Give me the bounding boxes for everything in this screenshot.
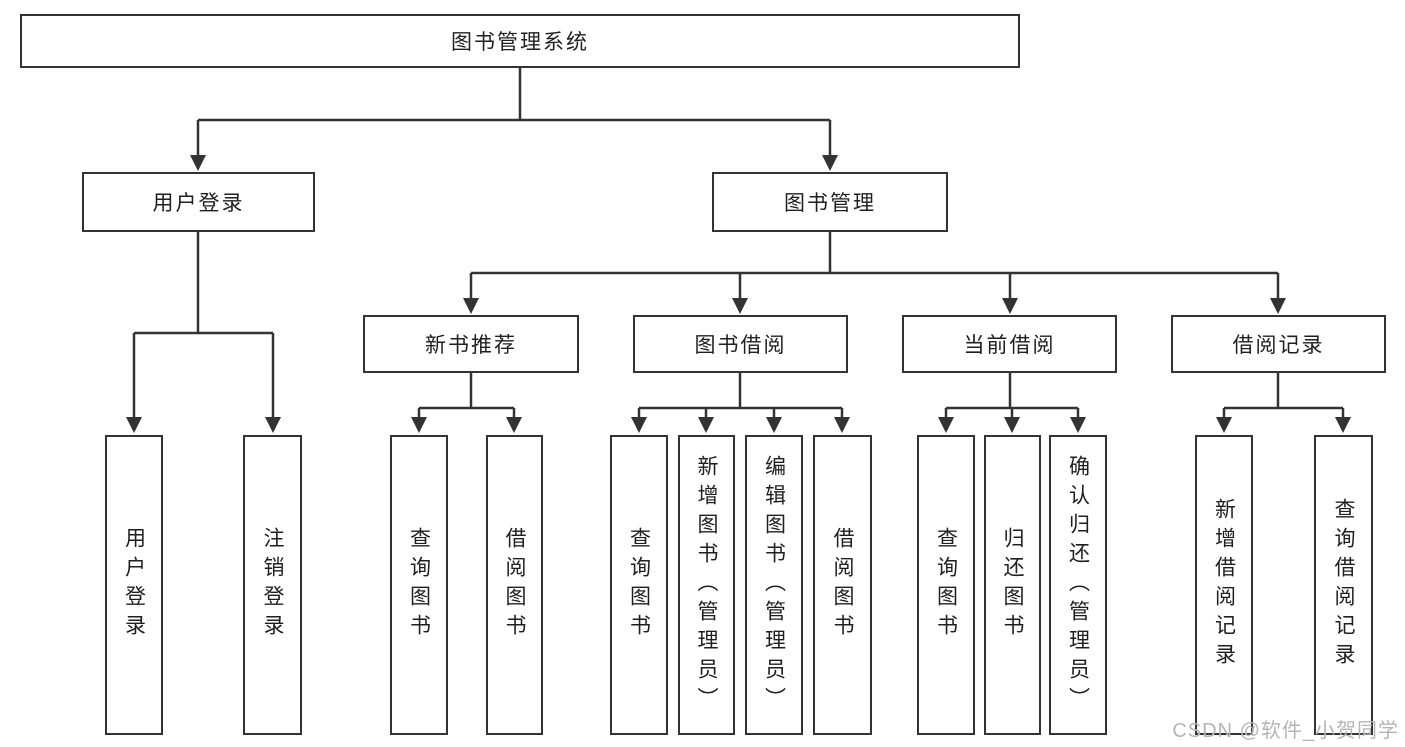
connector-borrow-records-to-leaves xyxy=(1222,373,1345,417)
leaf-confirm-return-admin: 确认归还（管理员） xyxy=(1049,435,1107,735)
leaf-logout: 注销登录 xyxy=(243,435,302,735)
connector-book-borrow-to-leaves xyxy=(637,373,844,417)
leaf-query-books-3: 查询图书 xyxy=(917,435,975,735)
leaf-label: 新增借阅记录 xyxy=(1212,498,1236,672)
leaf-label: 查询图书 xyxy=(407,527,431,643)
arrowhead-leaf xyxy=(766,417,782,433)
leaf-query-books-2: 查询图书 xyxy=(610,435,668,735)
leaf-label: 编辑图书（管理员） xyxy=(762,454,786,716)
leaf-label: 查询图书 xyxy=(627,527,651,643)
arrowhead-leaf xyxy=(938,417,954,433)
leaf-query-borrow-record: 查询借阅记录 xyxy=(1314,435,1373,735)
leaf-user-login: 用户登录 xyxy=(105,435,163,735)
arrowhead-leaf xyxy=(411,417,427,433)
node-book-management: 图书管理 xyxy=(712,172,948,232)
connector-book-management-to-level3 xyxy=(469,232,1280,298)
arrowhead-leaf xyxy=(698,417,714,433)
node-user-login: 用户登录 xyxy=(82,172,315,232)
leaf-label: 归还图书 xyxy=(1001,527,1024,643)
arrowhead-leaf xyxy=(506,417,522,433)
leaf-return-books: 归还图书 xyxy=(984,435,1041,735)
arrowhead-leaf xyxy=(1004,417,1020,433)
csdn-watermark: CSDN @软件_小贺同学 xyxy=(1172,720,1399,742)
node-book-borrow: 图书借阅 xyxy=(633,315,848,373)
node-root: 图书管理系统 xyxy=(20,14,1020,68)
leaf-label: 借阅图书 xyxy=(503,527,526,643)
arrowhead-leaf xyxy=(1216,417,1232,433)
arrowhead-borrow-records xyxy=(1270,298,1286,314)
leaf-label: 查询图书 xyxy=(934,527,958,643)
leaf-label: 确认归还（管理员） xyxy=(1066,454,1090,716)
arrowhead-leaf xyxy=(631,417,647,433)
connector-user-login-to-leaves xyxy=(132,232,275,417)
node-new-book: 新书推荐 xyxy=(363,315,579,373)
connector-current-borrow-to-leaves xyxy=(944,373,1080,417)
leaf-borrow-books-2: 借阅图书 xyxy=(813,435,872,735)
leaf-label: 用户登录 xyxy=(122,527,146,643)
leaf-borrow-books-1: 借阅图书 xyxy=(486,435,543,735)
arrowhead-new-book xyxy=(463,298,479,314)
node-current-borrow: 当前借阅 xyxy=(902,315,1117,373)
leaf-query-books-1: 查询图书 xyxy=(390,435,448,735)
arrowhead-book-management xyxy=(822,155,838,171)
arrowhead-leaf-logout xyxy=(265,417,281,433)
connector-new-book-to-leaves xyxy=(417,373,516,417)
arrowhead-leaf xyxy=(1070,417,1086,433)
connector-root-to-level2 xyxy=(196,68,832,155)
leaf-edit-books-admin: 编辑图书（管理员） xyxy=(745,435,803,735)
arrowhead-leaf xyxy=(1335,417,1351,433)
leaf-label: 借阅图书 xyxy=(831,527,854,643)
arrowhead-user-login xyxy=(190,155,206,171)
arrowhead-book-borrow xyxy=(732,298,748,314)
leaf-label: 注销登录 xyxy=(261,527,284,643)
leaf-label: 查询借阅记录 xyxy=(1332,498,1355,672)
arrowhead-current-borrow xyxy=(1002,298,1018,314)
node-borrow-records: 借阅记录 xyxy=(1171,315,1386,373)
leaf-add-books-admin: 新增图书（管理员） xyxy=(678,435,735,735)
leaf-add-borrow-record: 新增借阅记录 xyxy=(1195,435,1253,735)
arrowhead-leaf-login xyxy=(126,417,142,433)
leaf-label: 新增图书（管理员） xyxy=(695,454,718,716)
arrowhead-leaf xyxy=(834,417,850,433)
